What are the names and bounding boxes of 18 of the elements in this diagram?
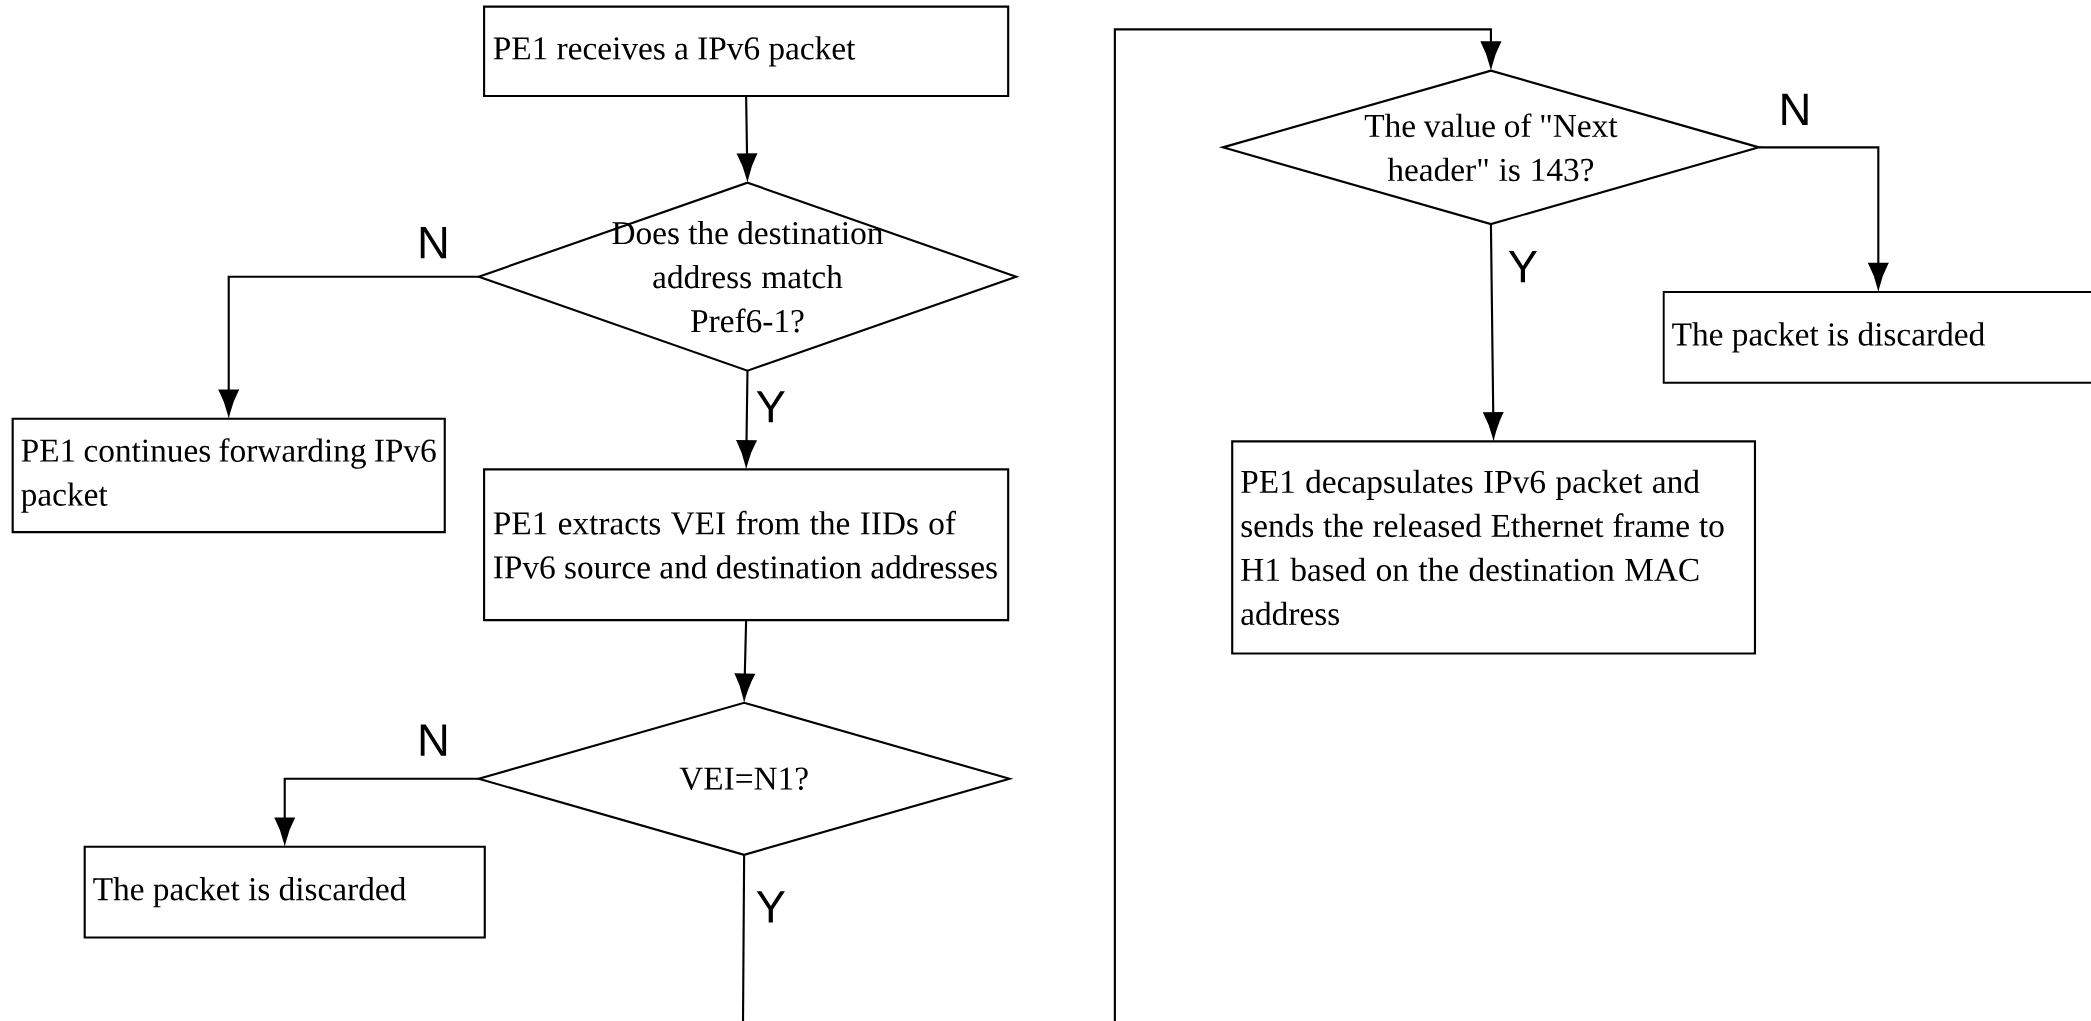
edge-label: Y <box>756 390 785 423</box>
arrow <box>1758 146 1889 289</box>
process-box: The packet is discarded <box>83 845 486 939</box>
edge-label: Y <box>756 890 785 923</box>
process-box: The packet is discarded <box>1662 290 2091 384</box>
process-box: PE1 decapsulates IPv6 packet and sends the released Ethernet frame to H1 based on the destination MAC address <box>1231 440 1757 655</box>
process-box: PE1 receives a IPv6 packet <box>483 5 1010 97</box>
arrow <box>274 777 479 844</box>
arrow <box>734 619 755 700</box>
arrow <box>741 28 1501 1021</box>
process-box: PE1 continues forwarding IPv6 packet <box>11 417 446 533</box>
arrow <box>218 275 479 416</box>
edge-label: N <box>420 724 447 756</box>
process-box: PE1 extracts VEI from the IIDs of IPv6 source and destination addresses <box>483 468 1010 621</box>
edge-label: Y <box>1508 250 1538 283</box>
edge-label: N <box>420 226 447 259</box>
edge-label: N <box>1782 93 1808 125</box>
arrow <box>736 370 757 466</box>
